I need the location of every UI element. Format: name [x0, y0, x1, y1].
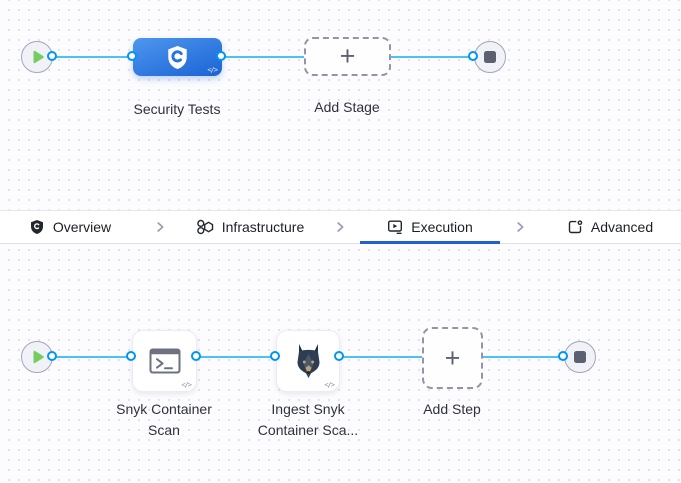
infrastructure-icon	[196, 219, 213, 235]
execution-icon	[388, 220, 403, 234]
stop-icon	[484, 51, 496, 63]
connector-port	[127, 51, 137, 61]
tab-overview[interactable]: Overview	[0, 211, 140, 243]
snyk-dog-icon	[297, 343, 319, 379]
connector-line	[53, 356, 132, 358]
security-shield-icon	[168, 45, 187, 69]
execution-end-node	[564, 341, 596, 373]
stop-icon	[574, 351, 586, 363]
connector-port	[126, 351, 136, 361]
tab-label: Overview	[52, 219, 112, 235]
terminal-run-icon	[149, 348, 180, 374]
step-node-snyk-container-scan[interactable]: </>	[132, 330, 197, 392]
chevron-right-icon	[500, 211, 540, 243]
advanced-icon	[568, 220, 583, 234]
play-icon	[33, 350, 44, 364]
tab-label: Infrastructure	[221, 219, 305, 235]
add-step-label: Add Step	[423, 401, 481, 417]
active-tab-underline	[360, 241, 500, 244]
connector-port	[468, 51, 478, 61]
connector-line	[391, 56, 474, 58]
connector-port	[216, 51, 226, 61]
add-step-button[interactable]: +	[422, 327, 483, 389]
step-label: Ingest Snyk Container Sca...	[257, 401, 359, 438]
connector-port	[270, 351, 280, 361]
add-stage-button[interactable]: +	[304, 37, 391, 76]
tab-label: Execution	[411, 219, 473, 235]
code-source-icon: </>	[207, 66, 218, 74]
stage-label: Security Tests	[133, 101, 221, 117]
pipeline-overview-icon	[30, 220, 43, 234]
plus-icon: +	[339, 41, 356, 71]
connector-line	[340, 356, 422, 358]
connector-port	[334, 351, 344, 361]
connector-line	[222, 56, 304, 58]
add-stage-label: Add Stage	[314, 99, 380, 115]
code-source-icon: </>	[181, 381, 192, 389]
chevron-right-icon	[140, 211, 180, 243]
chevron-right-icon	[320, 211, 360, 243]
tab-execution[interactable]: Execution	[360, 211, 500, 244]
connector-port	[47, 51, 57, 61]
step-node-ingest-snyk-container-scan[interactable]: </>	[276, 330, 340, 392]
tab-advanced[interactable]: Advanced	[540, 211, 680, 243]
tab-label: Advanced	[590, 219, 654, 235]
connector-port	[47, 351, 57, 361]
connector-line	[483, 356, 564, 358]
pipeline-end-node	[474, 41, 506, 73]
plus-icon: +	[444, 342, 461, 373]
connector-port	[191, 351, 201, 361]
stage-node-security-tests[interactable]: </>	[133, 38, 222, 76]
connector-line	[53, 56, 133, 58]
connector-line	[197, 356, 276, 358]
stage-tab-bar: Overview Infrastructure Execution	[0, 210, 681, 244]
tab-infrastructure[interactable]: Infrastructure	[180, 211, 320, 243]
play-icon	[33, 50, 44, 64]
code-source-icon: </>	[324, 381, 335, 389]
step-label: Snyk Container Scan	[116, 401, 212, 438]
connector-port	[558, 351, 568, 361]
